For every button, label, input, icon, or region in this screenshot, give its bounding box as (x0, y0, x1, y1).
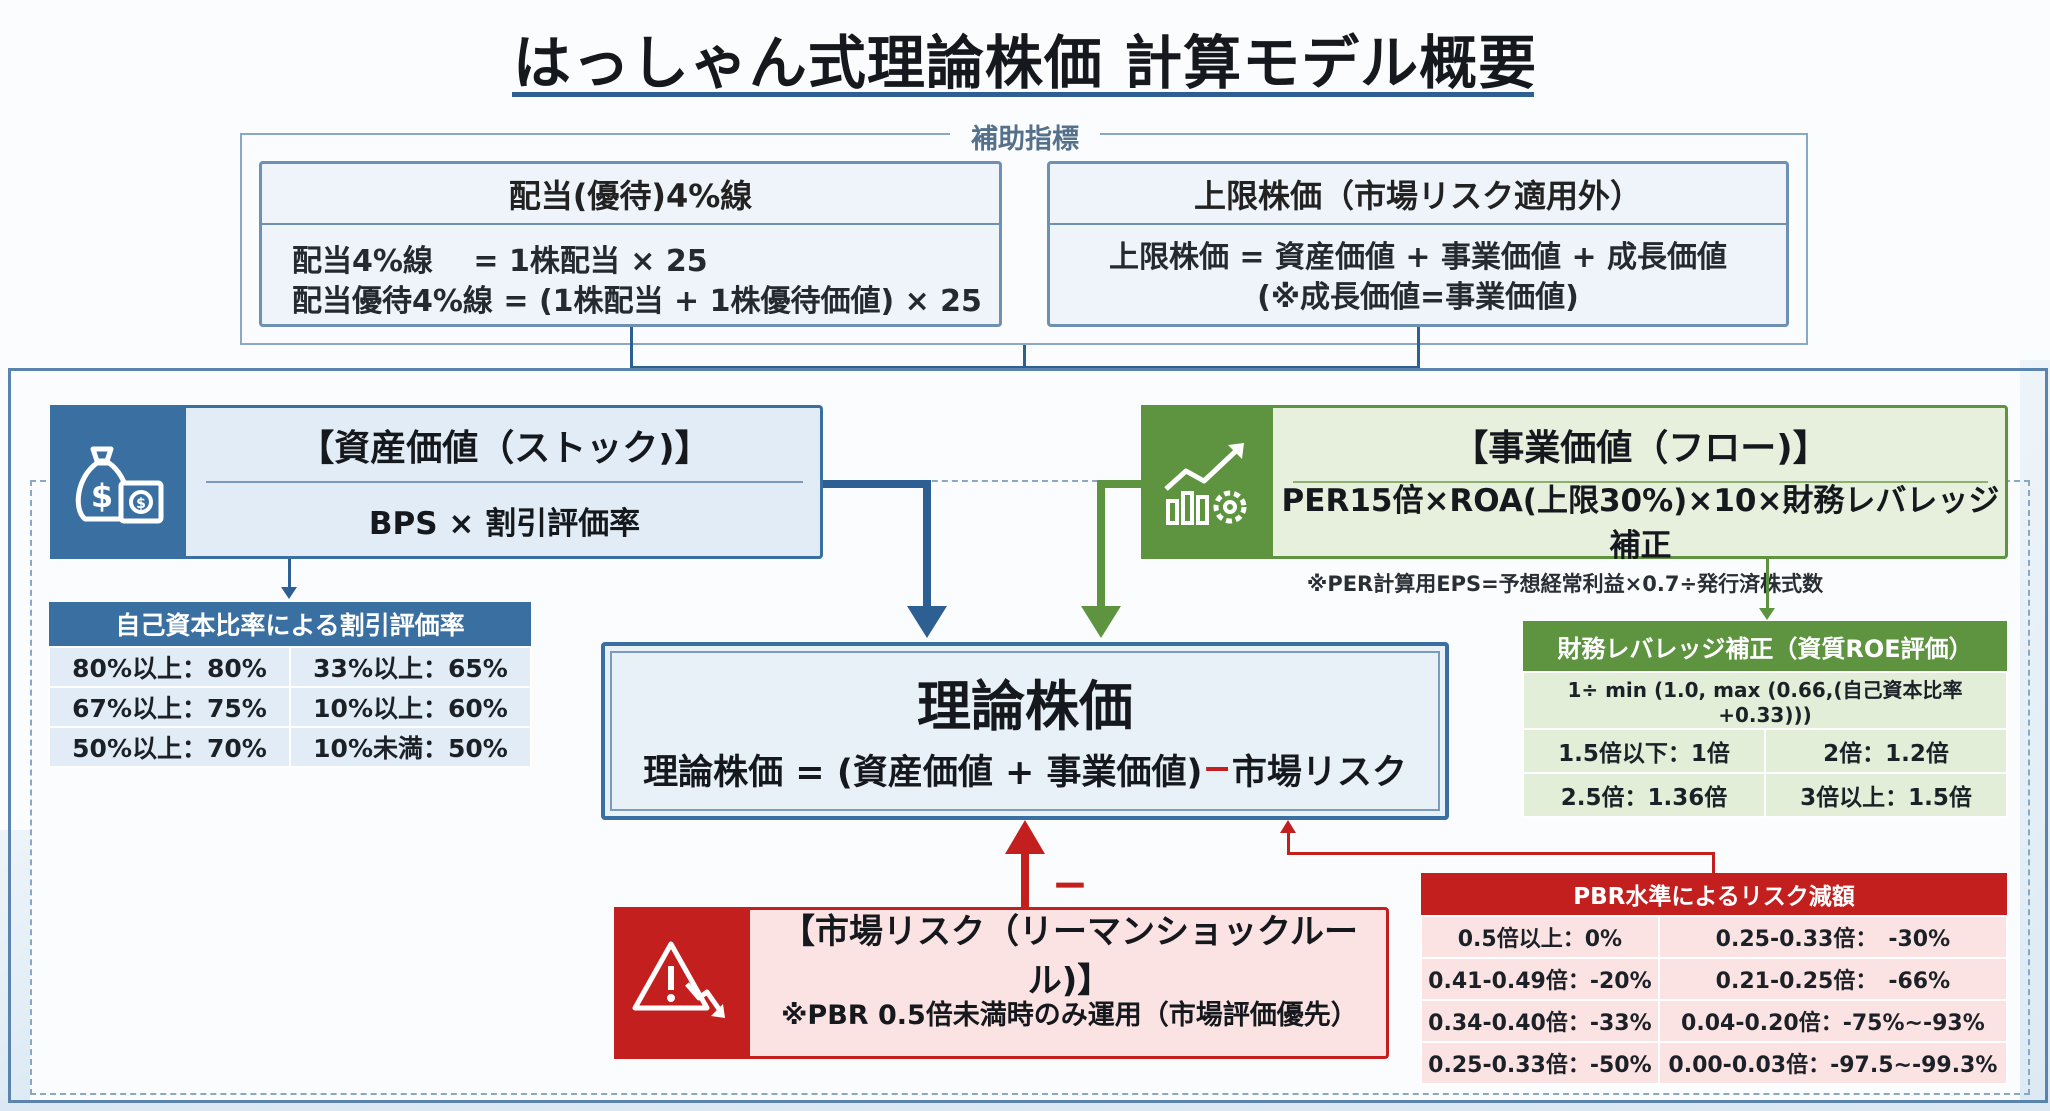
leverage-adjustment-table: 財務レバレッジ補正（資質ROE評価） 1÷ min (1.0, max (0.6… (1521, 621, 2008, 818)
table-row: 67%以上：75% 10%以上：60% (48, 686, 532, 728)
arrow-head-icon (281, 587, 297, 599)
main-inner-frame (30, 480, 2030, 1095)
upper-price-formula: 上限株価 = 資産価値 + 事業価値 + 成長価値 (1108, 240, 1728, 275)
asset-value-formula: BPS × 割引評価率 (368, 505, 641, 542)
connector-pbr-vertical (1712, 852, 1715, 874)
page-title: はっしゃん式理論株価 計算モデル概要 (512, 29, 1538, 97)
table-row: 80%以上：80% 33%以上：65% (48, 646, 532, 688)
business-divider (1293, 481, 1988, 483)
arrow-head-icon (1280, 820, 1296, 833)
table-cell: 50%以上：70% (48, 726, 291, 768)
table-cell: 0.25-0.33倍：-50% (1420, 1041, 1660, 1085)
dividend-formula-1: 配当4%線 = 1株配当 × 25 (292, 244, 708, 279)
table-row: 0.25-0.33倍：-50% 0.00-0.03倍：-97.5~-99.3% (1420, 1041, 2009, 1085)
arrow-business-to-theory (1097, 480, 1141, 488)
upper-price-title: 上限株価（市場リスク適用外） (1050, 164, 1786, 225)
table-cell: 80%以上：80% (48, 646, 291, 688)
dividend-line-title: 配当(優待)4%線 (262, 164, 999, 225)
table-cell: 0.00-0.03倍：-97.5~-99.3% (1657, 1041, 2009, 1085)
pbr-table-title: PBR水準によるリスク減額 (1421, 873, 2007, 916)
connector-upper (1417, 327, 1420, 369)
arrow-head-icon (907, 606, 947, 638)
arrow-asset-to-discount (288, 559, 291, 589)
connector-pbr-up (1287, 832, 1290, 855)
business-eps-note: ※PER計算用EPS=予想経常利益×0.7÷発行済株式数 (1306, 572, 1824, 596)
market-risk-note: ※PBR 0.5倍未満時のみ運用（市場評価優先） (781, 999, 1358, 1031)
arrow-risk-to-theory (1021, 852, 1029, 907)
table-row: 1.5倍以下：1倍 2倍：1.2倍 (1521, 728, 2008, 774)
table-cell: 0.5倍以上：0% (1420, 915, 1660, 959)
theory-price-title: 理論株価 (917, 674, 1133, 738)
connector-aux-center (1023, 345, 1026, 369)
svg-text:$: $ (136, 496, 146, 512)
risk-minus-sign: − (1051, 858, 1089, 910)
discount-table-title: 自己資本比率による割引評価率 (49, 602, 531, 647)
dividend-formula-2: 配当優待4%線 = (1株配当 + 1株優待価値) × 25 (292, 284, 982, 319)
table-cell: 3倍以上：1.5倍 (1764, 772, 2008, 818)
upper-price-note: (※成長価値=事業価値) (1257, 280, 1579, 315)
leverage-table-title: 財務レバレッジ補正（資質ROE評価） (1523, 621, 2007, 672)
dividend-line-box: 配当(優待)4%線 配当4%線 = 1株配当 × 25 配当優待4%線 = (1… (259, 161, 1002, 327)
pbr-risk-table: PBR水準によるリスク減額 0.5倍以上：0% 0.25-0.33倍： -30%… (1420, 873, 2009, 1085)
arrow-asset-to-theory (823, 480, 931, 488)
table-cell: 2.5倍：1.36倍 (1521, 772, 1767, 818)
table-cell: 2倍：1.2倍 (1764, 728, 2008, 774)
main-frame (8, 368, 2048, 1103)
asset-divider (206, 481, 803, 483)
leverage-formula: 1÷ min (1.0, max (0.66,(自己資本比率+0.33))) (1522, 671, 2008, 730)
table-cell: 1.5倍以下：1倍 (1521, 728, 1767, 774)
connector-pbr-horizontal (1287, 852, 1715, 855)
table-cell: 33%以上：65% (289, 646, 532, 688)
business-value-formula: PER15倍×ROA(上限30%)×10×財務レバレッジ補正 (1281, 483, 2000, 564)
connector-aux-bar (630, 366, 1420, 369)
upper-price-box: 上限株価（市場リスク適用外） 上限株価 = 資産価値 + 事業価値 + 成長価値… (1047, 161, 1789, 327)
table-cell: 0.34-0.40倍：-33% (1420, 999, 1660, 1043)
theory-price-formula: 理論株価 = (資産価値 + 事業価値) − 市場リスク (610, 738, 1440, 800)
theory-formula-minus: − (1202, 749, 1232, 789)
auxiliary-label: 補助指標 (950, 116, 1100, 156)
arrow-business-to-theory-vertical (1097, 480, 1105, 608)
table-cell: 0.04-0.20倍：-75%~-93% (1657, 999, 2009, 1043)
discount-rate-table: 自己資本比率による割引評価率 80%以上：80% 33%以上：65% 67%以上… (48, 602, 532, 768)
theory-formula-main: 理論株価 = (資産価値 + 事業価値) (643, 752, 1203, 793)
theory-price-box (601, 642, 1449, 820)
connector-dividend (630, 327, 633, 369)
table-row: 0.41-0.49倍：-20% 0.21-0.25倍： -66% (1420, 957, 2009, 1001)
theory-price-inner-border (610, 651, 1440, 811)
title-underline (512, 92, 1534, 97)
growth-chart-gear-icon (1141, 405, 1273, 559)
arrow-head-icon (1081, 606, 1121, 638)
table-cell: 10%未満：50% (289, 726, 532, 768)
background-decoration-bottom (0, 1100, 2050, 1111)
table-cell: 67%以上：75% (48, 686, 291, 728)
business-value-title: 【事業価値（フロー)】 (1452, 428, 1829, 469)
asset-value-title: 【資産価値（ストック)】 (298, 428, 711, 469)
arrow-business-to-leverage (1766, 559, 1769, 611)
table-row: 50%以上：70% 10%未満：50% (48, 726, 532, 768)
table-row: 0.34-0.40倍：-33% 0.04-0.20倍：-75%~-93% (1420, 999, 2009, 1043)
money-bag-safe-icon: $ $ (50, 405, 186, 559)
background-decoration-left (0, 830, 30, 1111)
arrow-head-icon (1005, 820, 1045, 854)
table-cell: 0.41-0.49倍：-20% (1420, 957, 1660, 1001)
table-cell: 0.25-0.33倍： -30% (1657, 915, 2009, 959)
table-row: 0.5倍以上：0% 0.25-0.33倍： -30% (1420, 915, 2009, 959)
arrow-asset-to-theory-vertical (923, 480, 931, 608)
svg-text:$: $ (91, 477, 113, 515)
table-cell: 10%以上：60% (289, 686, 532, 728)
warning-down-arrow-icon (614, 907, 750, 1059)
table-row: 2.5倍：1.36倍 3倍以上：1.5倍 (1521, 772, 2008, 818)
theory-formula-risk: 市場リスク (1231, 752, 1407, 793)
market-risk-title: 【市場リスク（リーマンショックルール)】 (781, 912, 1358, 1001)
table-cell: 0.21-0.25倍： -66% (1657, 957, 2009, 1001)
arrow-head-icon (1759, 608, 1775, 620)
